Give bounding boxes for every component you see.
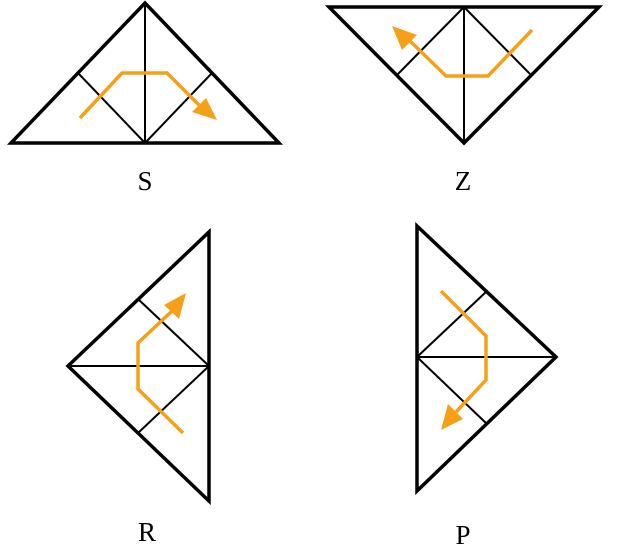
tile-z-left-diagonal — [396, 6, 465, 76]
tile-p: P — [415, 221, 559, 550]
tile-z-arrowhead-icon — [392, 26, 417, 50]
tile-z-path — [407, 28, 534, 78]
tile-p-upper-diagonal — [416, 290, 488, 358]
tile-z: Z — [324, 5, 604, 196]
tile-p-label: P — [455, 520, 470, 550]
tile-r-label: R — [138, 517, 156, 547]
tile-s-path — [78, 71, 201, 120]
tile-z-right-diagonal — [463, 6, 532, 76]
tile-z-label: Z — [455, 166, 472, 196]
tile-s-left-diagonal — [77, 72, 146, 144]
tile-r: R — [65, 227, 211, 547]
tile-s-label: S — [137, 166, 152, 196]
tile-r-path — [136, 309, 185, 435]
tile-p-lower-diagonal — [416, 356, 488, 425]
tile-p-arrowhead-icon — [441, 404, 463, 430]
tile-r-arrowhead-icon — [164, 293, 186, 319]
tile-s-arrowhead-icon — [192, 98, 217, 120]
tile-r-upper-diagonal — [137, 298, 210, 367]
tile-s-right-diagonal — [144, 72, 213, 144]
tile-s: S — [6, 0, 284, 196]
tile-p-path — [439, 289, 488, 414]
tile-r-lower-diagonal — [137, 365, 210, 434]
